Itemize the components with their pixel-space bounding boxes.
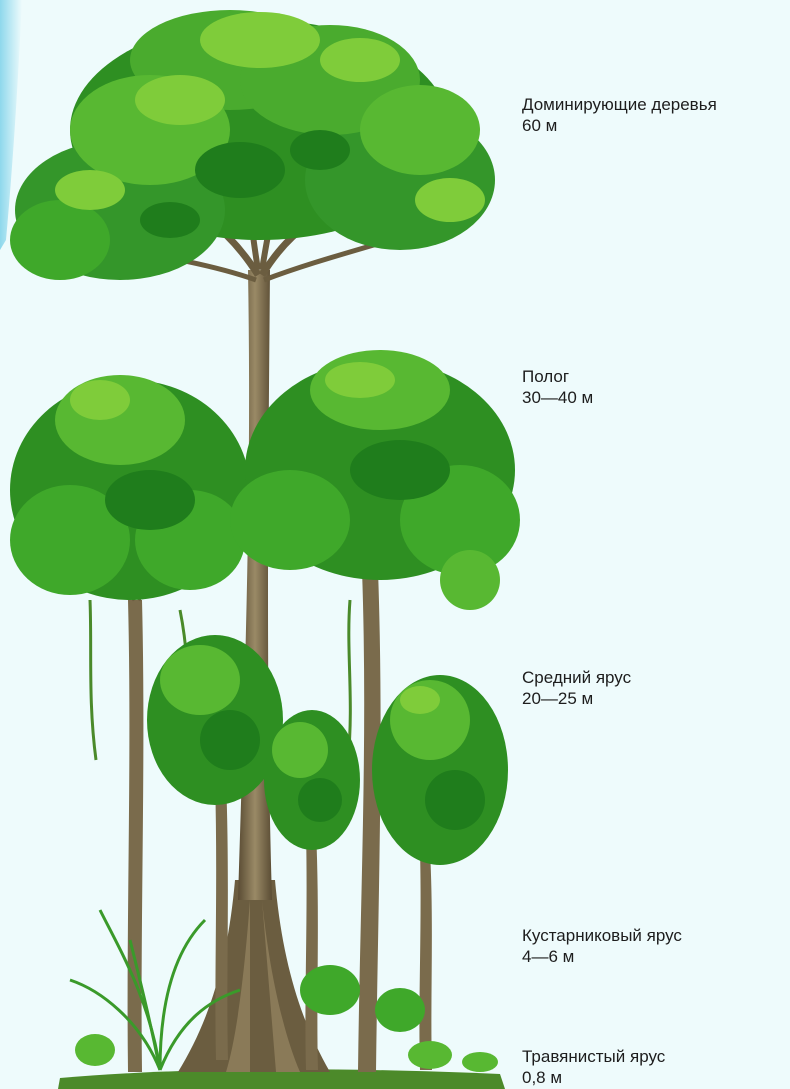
label-herb-layer: Травянистый ярус 0,8 м [522, 1046, 665, 1088]
layer-name: Полог [522, 366, 593, 387]
layer-name: Травянистый ярус [522, 1046, 665, 1067]
layer-name: Доминирующие деревья [522, 94, 717, 115]
label-emergent-layer: Доминирующие деревья 60 м [522, 94, 717, 136]
ground [58, 1069, 505, 1089]
layer-height: 20—25 м [522, 688, 631, 709]
layer-height: 4—6 м [522, 946, 682, 967]
layer-height: 0,8 м [522, 1067, 665, 1088]
layer-name: Кустарниковый ярус [522, 925, 682, 946]
label-canopy-layer: Полог 30—40 м [522, 366, 593, 408]
label-middle-layer: Средний ярус 20—25 м [522, 667, 631, 709]
layer-name: Средний ярус [522, 667, 631, 688]
layer-height: 30—40 м [522, 387, 593, 408]
label-shrub-layer: Кустарниковый ярус 4—6 м [522, 925, 682, 967]
layer-height: 60 м [522, 115, 717, 136]
